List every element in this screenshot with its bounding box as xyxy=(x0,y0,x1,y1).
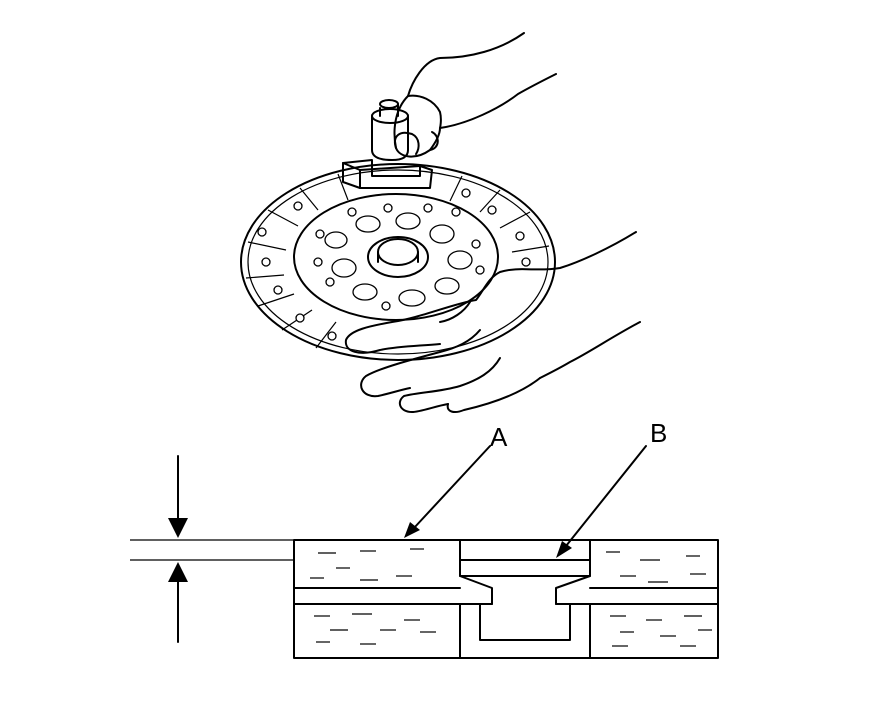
clutch-disc xyxy=(240,163,556,361)
hub-plate-holes xyxy=(313,203,485,311)
label-b: B xyxy=(650,418,668,448)
facing-grooves xyxy=(245,173,550,349)
facing-rivets xyxy=(257,188,531,341)
hatch-marks xyxy=(310,548,712,647)
label-a: A xyxy=(490,422,508,452)
cross-section xyxy=(130,445,719,659)
upper-hand xyxy=(393,32,557,158)
depth-gauge xyxy=(342,99,433,189)
lower-hand xyxy=(344,231,641,413)
